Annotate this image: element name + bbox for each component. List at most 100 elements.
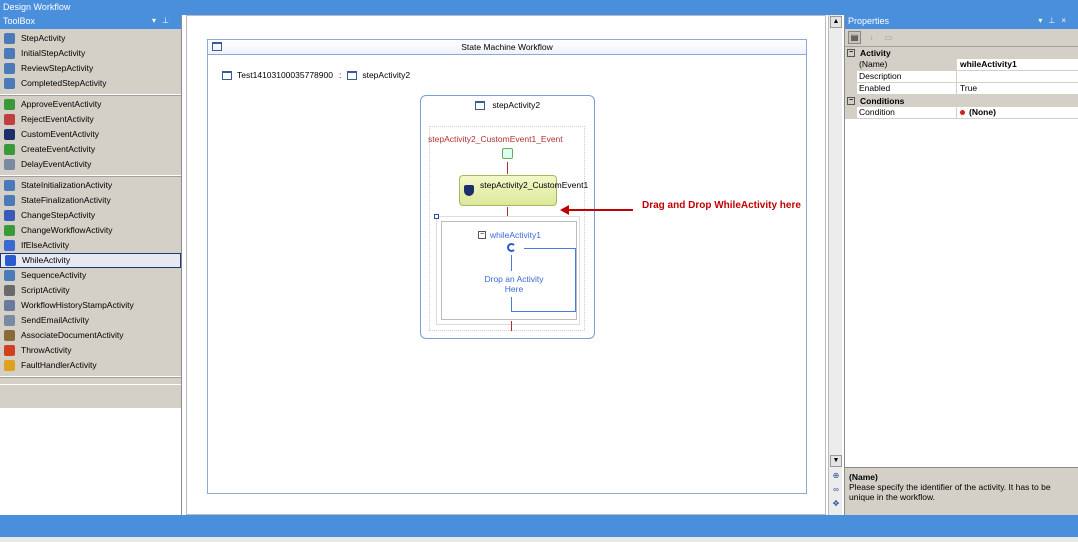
toolbox-item-label: WorkflowHistoryStampActivity — [21, 300, 134, 310]
designer-scrollbar[interactable]: ▲ ▼ ⊕ ∞ ✥ — [828, 15, 842, 515]
property-value[interactable]: whileActivity1 — [957, 59, 1078, 70]
toolbox-item-label: RejectEventActivity — [21, 114, 94, 124]
toolbox-item-reject-event-activity[interactable]: RejectEventActivity — [0, 112, 181, 127]
event-driven-box — [429, 126, 585, 331]
toolbox-item-initial-step-activity[interactable]: InitialStepActivity — [0, 46, 181, 61]
toolbox-item-label: FaultHandlerActivity — [21, 360, 97, 370]
property-name: Condition — [845, 107, 957, 118]
dropdown-icon[interactable]: ▾ — [1038, 16, 1049, 25]
toolbox-item-change-step-activity[interactable]: ChangeStepActivity — [0, 208, 181, 223]
shield-icon — [464, 185, 474, 196]
properties-title: Properties — [848, 16, 890, 26]
categorized-icon[interactable]: ▤ — [848, 31, 861, 44]
toolbox-item-completed-step-activity[interactable]: CompletedStepActivity — [0, 76, 181, 91]
property-category[interactable]: −Conditions — [845, 95, 1078, 107]
while-activity-container[interactable]: − whileActivity1 Drop an Activity Here — [434, 214, 580, 331]
property-category[interactable]: −Activity — [845, 47, 1078, 59]
toolbox-item-label: CompletedStepActivity — [21, 78, 107, 88]
toolbox-item-label: SendEmailActivity — [21, 315, 90, 325]
toolbox-item-state-initialization-activity[interactable]: StateInitializationActivity — [0, 178, 181, 193]
event-handler-icon — [502, 148, 513, 159]
collapse-icon[interactable]: − — [478, 231, 486, 239]
toolbox-item-workflow-history-stamp-activity[interactable]: WorkflowHistoryStampActivity — [0, 298, 181, 313]
toolbox-item-label: StateFinalizationActivity — [21, 195, 111, 205]
event-driven-label[interactable]: stepActivity2_CustomEvent1_Event — [428, 134, 563, 144]
property-row[interactable]: (Name)whileActivity1 — [845, 59, 1078, 71]
dropdown-icon[interactable]: ▾ — [152, 16, 163, 25]
state-icon — [347, 70, 358, 80]
toolbox-item-sequence-activity[interactable]: SequenceActivity — [0, 268, 181, 283]
workflow-history-stamp-activity-icon — [4, 300, 15, 311]
custom-event-activity-icon — [4, 129, 15, 140]
state-finalization-activity-icon — [4, 195, 15, 206]
toolbox-item-throw-activity[interactable]: ThrowActivity — [0, 343, 181, 358]
toolbox-item-send-email-activity[interactable]: SendEmailActivity — [0, 313, 181, 328]
collapse-icon[interactable]: − — [847, 49, 855, 57]
step-activity-icon — [4, 33, 15, 44]
pin-icon[interactable]: ⊥ — [162, 16, 175, 25]
selection-handle[interactable] — [434, 214, 439, 219]
send-email-activity-icon — [4, 315, 15, 326]
drop-target[interactable]: Drop an Activity Here — [484, 274, 544, 294]
pin-icon[interactable]: ⊥ — [1048, 16, 1062, 25]
property-name: Description — [845, 71, 957, 82]
collapse-icon[interactable]: − — [847, 97, 855, 105]
toolbox-item-fault-handler-activity[interactable]: FaultHandlerActivity — [0, 358, 181, 373]
while-activity-title[interactable]: − whileActivity1 — [478, 230, 541, 240]
property-value[interactable]: (None) — [957, 107, 1078, 118]
breadcrumb-root[interactable]: Test14103100035778900 — [237, 70, 333, 80]
sequence-activity-icon — [4, 270, 15, 281]
toolbox-item-if-else-activity[interactable]: IfElseActivity — [0, 238, 181, 253]
property-value[interactable] — [957, 71, 1078, 82]
workflow-canvas[interactable]: State Machine Workflow Test1410310003577… — [207, 39, 807, 494]
loop-line — [511, 311, 575, 312]
pan-icon[interactable]: ✥ — [832, 499, 840, 508]
toolbox-item-label: ThrowActivity — [21, 345, 72, 355]
zoom-icon[interactable]: ⊕ — [832, 471, 840, 480]
state-activity-box[interactable]: stepActivity2 stepActivity2_CustomEvent1… — [420, 95, 595, 339]
property-value[interactable]: True — [957, 83, 1078, 94]
property-pages-icon[interactable]: ▭ — [884, 33, 893, 42]
scroll-down-button[interactable]: ▼ — [830, 455, 842, 467]
scroll-up-button[interactable]: ▲ — [830, 16, 842, 28]
properties-toolbar: ▤ ↓ ▭ — [845, 29, 1078, 47]
toolbox-item-delay-event-activity[interactable]: DelayEventActivity — [0, 157, 181, 172]
toolbox-item-approve-event-activity[interactable]: ApproveEventActivity — [0, 97, 181, 112]
toolbox-item-custom-event-activity[interactable]: CustomEventActivity — [0, 127, 181, 142]
property-row[interactable]: Description — [845, 71, 1078, 83]
toolbox-item-review-step-activity[interactable]: ReviewStepActivity — [0, 61, 181, 76]
change-step-activity-icon — [4, 210, 15, 221]
reject-event-activity-icon — [4, 114, 15, 125]
while-activity-box[interactable]: − whileActivity1 Drop an Activity Here — [441, 221, 577, 331]
toolbox-item-while-activity[interactable]: WhileActivity — [0, 253, 181, 268]
breadcrumb-separator: : — [338, 70, 342, 80]
binoculars-icon[interactable]: ∞ — [833, 485, 839, 494]
toolbox-item-label: ReviewStepActivity — [21, 63, 94, 73]
arrow-head — [560, 205, 569, 215]
alphabetical-icon[interactable]: ↓ — [869, 33, 874, 42]
loop-line — [511, 297, 512, 311]
toolbox-item-script-activity[interactable]: ScriptActivity — [0, 283, 181, 298]
toolbox-item-step-activity[interactable]: StepActivity — [0, 31, 181, 46]
property-row[interactable]: Condition(None) — [845, 107, 1078, 119]
close-icon[interactable]: × — [1061, 16, 1072, 25]
toolbox-item-change-workflow-activity[interactable]: ChangeWorkflowActivity — [0, 223, 181, 238]
custom-event-activity[interactable]: stepActivity2_CustomEvent1 — [459, 175, 588, 206]
arrow-line — [567, 209, 633, 211]
state-title: stepActivity2 — [421, 100, 594, 111]
toolbox-title: ToolBox — [3, 16, 36, 26]
breadcrumb-child[interactable]: stepActivity2 — [362, 70, 411, 80]
script-activity-icon — [4, 285, 15, 296]
toolbox-item-state-finalization-activity[interactable]: StateFinalizationActivity — [0, 193, 181, 208]
toolbox-item-associate-document-activity[interactable]: AssociateDocumentActivity — [0, 328, 181, 343]
property-name: Enabled — [845, 83, 957, 94]
error-icon — [960, 110, 965, 116]
description-text: Please specify the identifier of the act… — [849, 482, 1051, 502]
toolbox-item-label: ScriptActivity — [21, 285, 70, 295]
window-title: Design Workflow — [0, 0, 1078, 15]
toolbox-item-create-event-activity[interactable]: CreateEventActivity — [0, 142, 181, 157]
